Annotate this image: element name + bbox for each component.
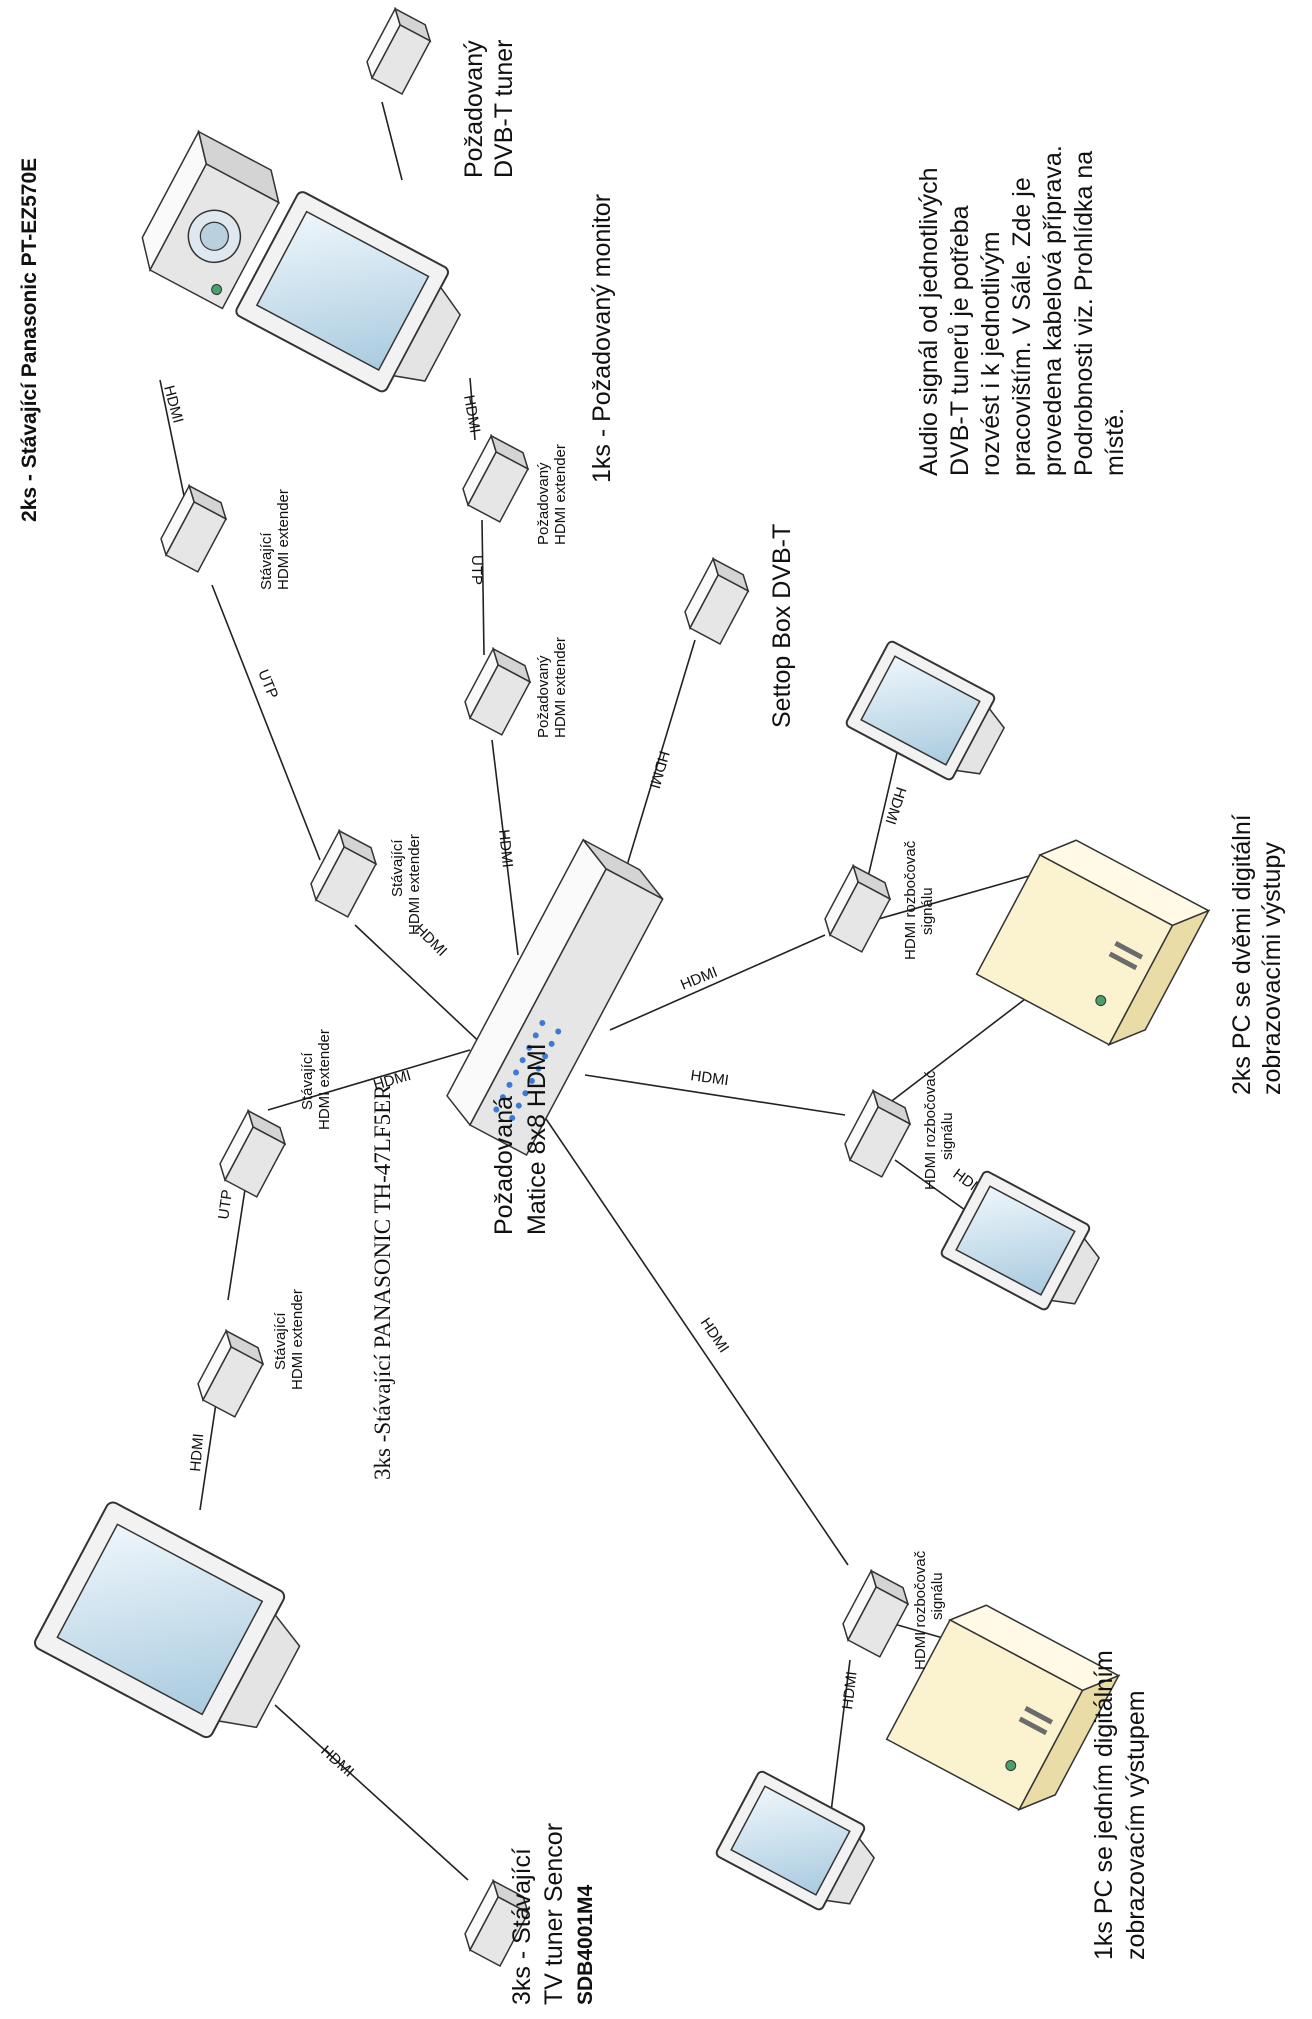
label-required-extender-1b: HDMI extender xyxy=(552,444,569,545)
dvbt-tuner-icon xyxy=(366,6,432,95)
label-pc-dual-1: 2ks PC se dvěmi digitální xyxy=(1228,814,1256,1095)
label-required-monitor: 1ks - Požadovaný monitor xyxy=(588,194,616,483)
label-pc-single-2: zobrazovacím výstupem xyxy=(1122,1690,1150,1960)
label-splitter-1b: signálu xyxy=(919,887,936,935)
required-monitor-icon xyxy=(235,191,462,393)
label-existing-extender-4a: Stávající xyxy=(272,1312,289,1370)
hdmi-splitter-2-icon xyxy=(844,1088,912,1178)
label-existing-extender-1a: Stávající xyxy=(258,532,275,590)
label-splitter-1a: HDMI rozbočovač xyxy=(902,840,919,960)
hdmi-splitter-1-icon xyxy=(824,863,892,953)
sencor-tuner-icon xyxy=(464,1878,530,1967)
settop-box-icon xyxy=(684,556,750,645)
label-splitter-2b: signálu xyxy=(939,1112,956,1160)
label-hdmi-tv: HDMI xyxy=(187,1433,207,1473)
monitor-top-right-icon xyxy=(845,640,1006,781)
label-existing-extender-3a: Stávající xyxy=(299,1052,316,1110)
svg-text:provedena kabelová příprava.: provedena kabelová příprava. xyxy=(1039,145,1067,476)
connection-labels: HDMI UTP HDMI HDMI UTP HDMI HDMI HDMI HD… xyxy=(160,384,991,1781)
label-projector: 2ks - Stávající Panasonic PT-EZ570E xyxy=(18,158,41,522)
label-sencor-2: TV tuner Sencor xyxy=(540,1823,568,2005)
label-hdmi-splitter-monitor-bottom: HDMI xyxy=(839,1670,861,1710)
connection-lines xyxy=(159,101,1051,1881)
label-existing-extender-2a: Stávající xyxy=(389,839,406,897)
hdmi-matrix-icon xyxy=(446,838,664,1157)
label-hdmi-projector: HDMI xyxy=(160,384,186,425)
label-existing-extender-2b: HDMI extender xyxy=(406,834,423,935)
monitor-middle-right-icon xyxy=(940,1170,1101,1311)
svg-text:Audio signál od jednotlivých: Audio signál od jednotlivých xyxy=(915,167,943,476)
panasonic-tv-icon xyxy=(34,1501,301,1739)
label-required-extender-1a: Požadovaný xyxy=(535,462,552,545)
svg-text:místě.: místě. xyxy=(1101,408,1129,476)
projector-icon xyxy=(141,129,280,310)
device-labels: 2ks - Stávající Panasonic PT-EZ570E Poža… xyxy=(18,40,1286,2005)
label-required-extender-2b: HDMI extender xyxy=(552,637,569,738)
label-dvbt-tuner-1: Požadovaný xyxy=(460,40,488,178)
existing-extender-1-icon xyxy=(160,483,228,573)
label-hdmi-monitor-chain: HDMI xyxy=(495,829,516,869)
svg-text:rozvést i k jednotlivým: rozvést i k jednotlivým xyxy=(977,231,1005,476)
label-sencor-3: SDB4001M4 xyxy=(574,1884,597,2005)
label-panasonic-tv: 3ks -Stávající PANASONIC TH-47LF5ER xyxy=(370,1084,395,1480)
label-hdmi-splitter-top: HDMI xyxy=(678,964,720,994)
label-hdmi-monitor: HDMI xyxy=(460,394,483,435)
monitor-bottom-icon xyxy=(715,1770,876,1911)
label-pc-single-1: 1ks PC se jedním digitálním xyxy=(1090,1650,1118,1960)
label-splitter-2a: HDMI rozbočovač xyxy=(922,1070,939,1190)
pc-dual-output-icon xyxy=(975,839,1211,1047)
label-hdmi-splitter-mid: HDMI xyxy=(689,1067,729,1089)
audio-note: Audio signál od jednotlivých DVB-T tuner… xyxy=(915,145,1129,476)
label-existing-extender-4b: HDMI extender xyxy=(289,1289,306,1390)
label-utp-projector: UTP xyxy=(254,667,281,701)
required-extender-2-icon xyxy=(464,646,532,736)
existing-extender-4-icon xyxy=(197,1328,265,1418)
label-splitter-3b: signálu xyxy=(929,1572,946,1620)
label-utp-tv: UTP xyxy=(215,1188,236,1220)
label-hdmi-splitter-monitor-top: HDMI xyxy=(881,785,909,827)
label-hdmi-settop: HDMI xyxy=(646,749,673,791)
label-pc-dual-2: zobrazovacími výstupy xyxy=(1258,842,1286,1095)
label-existing-extender-1b: HDMI extender xyxy=(275,489,292,590)
required-extender-1-icon xyxy=(462,433,530,523)
label-settop-box: Settop Box DVB-T xyxy=(768,524,796,728)
existing-extender-3-icon xyxy=(219,1108,287,1198)
pc-single-output-icon xyxy=(885,1604,1121,1812)
svg-text:pracovištím. V Sále. Zde je: pracovištím. V Sále. Zde je xyxy=(1008,177,1036,476)
existing-extender-2-icon xyxy=(310,828,378,918)
label-dvbt-tuner-2: DVB-T tuner xyxy=(490,40,518,178)
label-sencor-1: 3ks - Stávající xyxy=(508,1848,536,2005)
label-required-extender-2a: Požadovaný xyxy=(535,655,552,738)
svg-text:DVB-T tunerů je potřeba: DVB-T tunerů je potřeba xyxy=(946,205,974,476)
label-existing-extender-3b: HDMI extender xyxy=(316,1029,333,1130)
label-matrix-2: Matice 8x8 HDMI xyxy=(523,1043,551,1235)
label-matrix-1: Požadovaná xyxy=(490,1096,518,1235)
svg-text:Podrobnosti viz. Prohlídka na: Podrobnosti viz. Prohlídka na xyxy=(1070,151,1098,476)
hdmi-splitter-3-icon xyxy=(842,1568,910,1658)
label-splitter-3a: HDMI rozbočovač xyxy=(912,1550,929,1670)
label-utp-monitor: UTP xyxy=(468,555,485,585)
